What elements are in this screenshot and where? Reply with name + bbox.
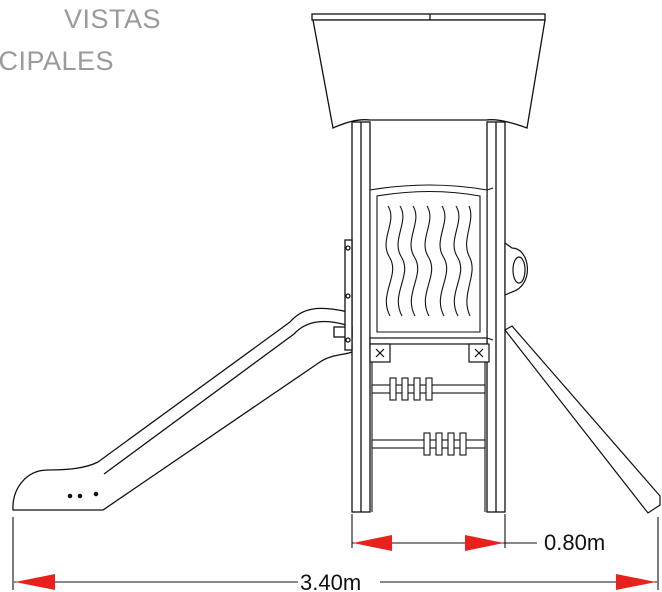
arrow-inner-right [465,535,504,551]
deck-platform [369,337,490,363]
ladder [371,362,486,512]
arrow-inner-left [353,535,392,551]
dimension-total-width-label: 3.40m [300,570,361,592]
arrow-total-right [616,574,656,590]
decorative-panel [369,184,494,341]
slide [12,239,353,511]
view-title-line-2: NCIPALES [0,46,114,76]
dimension-inner-width-label: 0.80m [544,530,605,555]
steering-wheel-and-support [504,241,661,514]
arrow-total-left [15,574,55,590]
roof-canopy [311,13,546,129]
support-posts [351,121,506,513]
view-title-line-1: VISTAS [64,4,162,34]
dimension-arrows [15,535,656,590]
